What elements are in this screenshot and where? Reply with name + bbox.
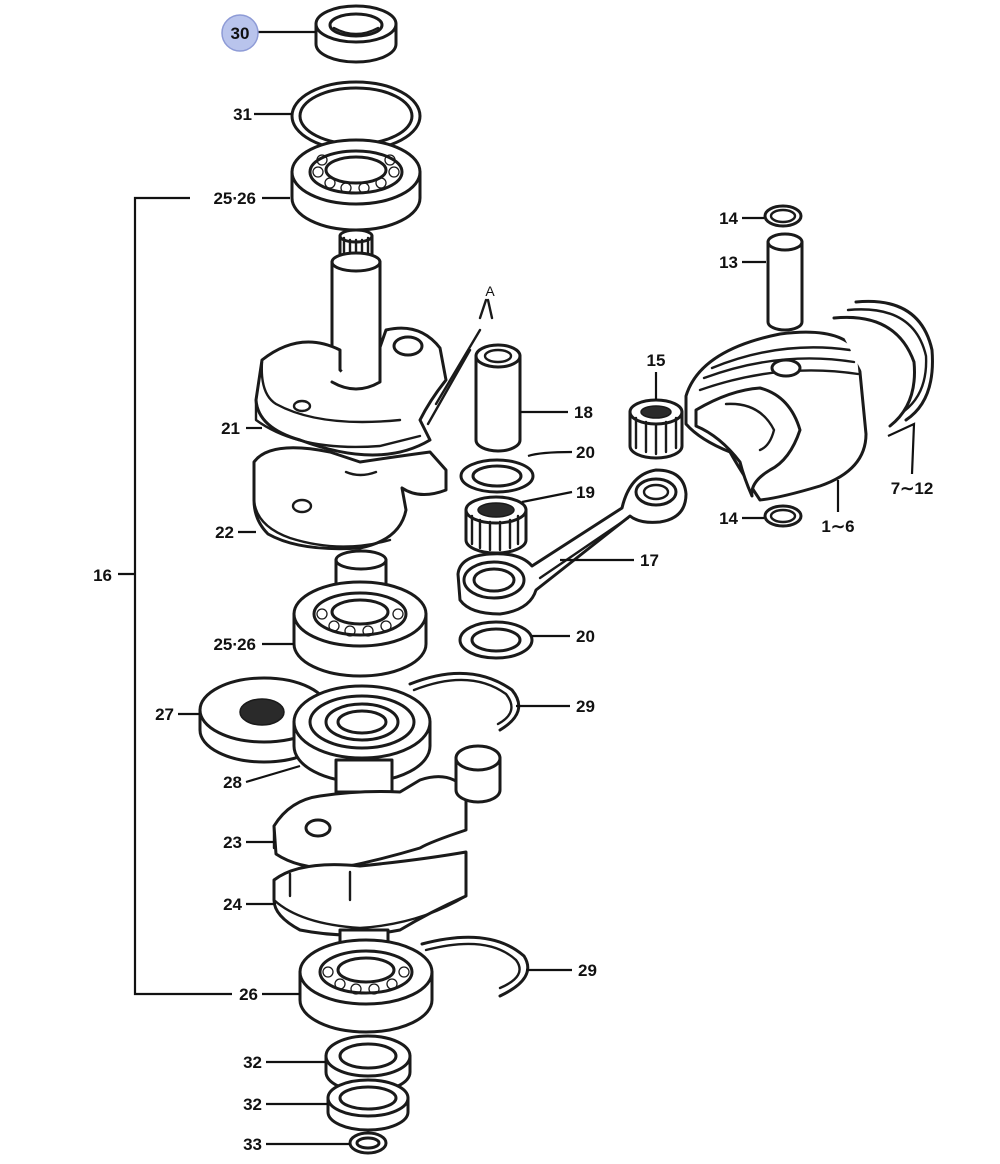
part-28-labyrinth-seal[interactable]: [292, 684, 432, 784]
assembly-bracket-16: [118, 196, 232, 996]
part-25-26-middle-bearing[interactable]: [292, 549, 428, 678]
part-26-lower-bearing[interactable]: [298, 928, 434, 1034]
callout-28[interactable]: 28: [223, 773, 242, 792]
callout-24[interactable]: 24: [223, 895, 242, 914]
callout-14-b[interactable]: 14: [719, 509, 738, 528]
part-14-circlip-lower[interactable]: [763, 504, 803, 528]
callout-20-b[interactable]: 20: [576, 627, 595, 646]
callout-29-a[interactable]: 29: [576, 697, 595, 716]
part-18-crank-pin[interactable]: [474, 343, 522, 453]
view-marker-label: A: [485, 283, 495, 299]
selected-part-highlight: [221, 14, 259, 52]
part-24-crank-web[interactable]: [272, 850, 468, 937]
part-19-needle-bearing[interactable]: [464, 495, 528, 555]
callout-30[interactable]: 30: [231, 24, 250, 43]
callout-23[interactable]: 23: [223, 833, 242, 852]
callout-22[interactable]: 22: [215, 523, 234, 542]
callout-26[interactable]: 26: [239, 985, 258, 1004]
callout-32-b[interactable]: 32: [243, 1095, 262, 1114]
part-13-piston-pin[interactable]: [766, 232, 804, 332]
callout-14-a[interactable]: 14: [719, 209, 738, 228]
part-25-26-upper-bearing[interactable]: [290, 138, 422, 232]
part-33-ring[interactable]: [348, 1131, 388, 1155]
part-14-circlip-upper[interactable]: [763, 204, 803, 228]
part-1-6-piston[interactable]: [684, 330, 868, 502]
part-29-circlip-upper[interactable]: [408, 671, 521, 732]
callout-15[interactable]: 15: [647, 351, 666, 370]
callout-20-a[interactable]: 20: [576, 443, 595, 462]
callout-13[interactable]: 13: [719, 253, 738, 272]
part-30-oil-seal[interactable]: [314, 4, 398, 64]
callout-27[interactable]: 27: [155, 705, 174, 724]
callout-31[interactable]: 31: [233, 105, 252, 124]
part-17-connecting-rod[interactable]: [456, 468, 688, 616]
callout-1-6[interactable]: 1∼6: [821, 517, 854, 536]
callout-25-26-top[interactable]: 25∙26: [213, 189, 256, 208]
part-31-o-ring[interactable]: [290, 80, 422, 152]
part-15-needle-bearing[interactable]: [628, 398, 684, 460]
part-20-washer-upper[interactable]: [459, 458, 535, 494]
part-21-upper-crank-web[interactable]: [254, 228, 448, 457]
callout-17[interactable]: 17: [640, 551, 659, 570]
part-7-12-piston-rings[interactable]: [832, 299, 934, 428]
part-22-crank-web[interactable]: [252, 446, 448, 551]
part-20-washer-lower[interactable]: [458, 620, 534, 660]
callout-7-12[interactable]: 7∼12: [891, 479, 934, 498]
callout-32-a[interactable]: 32: [243, 1053, 262, 1072]
part-32-oil-seal-lower[interactable]: [326, 1078, 410, 1132]
callout-16[interactable]: 16: [93, 566, 112, 585]
callout-33[interactable]: 33: [243, 1135, 262, 1154]
callout-18[interactable]: 18: [574, 403, 593, 422]
callout-29-b[interactable]: 29: [578, 961, 597, 980]
callout-25-26-mid[interactable]: 25∙26: [213, 635, 256, 654]
leader-lines: [178, 30, 916, 1146]
callout-21[interactable]: 21: [221, 419, 240, 438]
part-29-circlip-lower[interactable]: [420, 935, 530, 998]
callout-19[interactable]: 19: [576, 483, 595, 502]
view-marker-a: [426, 298, 494, 426]
callout-labels: 30 31 25∙26 16 21 22 25∙26 27 28 23 24 2…: [93, 24, 933, 1154]
